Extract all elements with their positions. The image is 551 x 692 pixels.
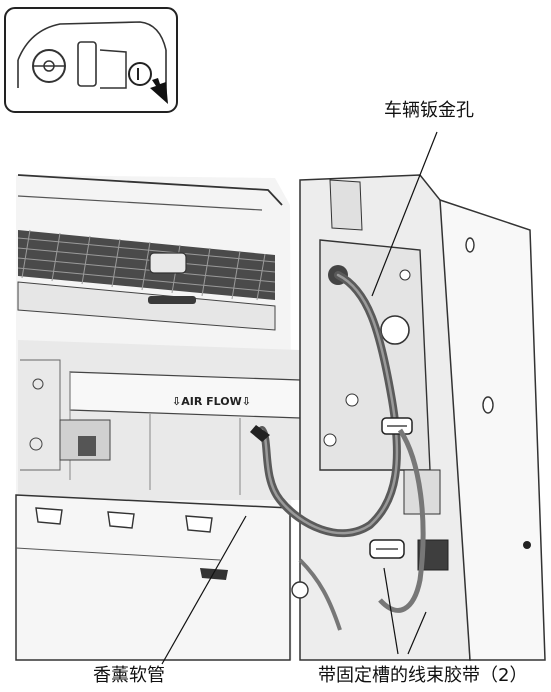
locator-arrow-icon bbox=[150, 78, 168, 104]
leader-body-hole bbox=[371, 131, 438, 297]
harness-clip bbox=[369, 539, 405, 559]
harness-clip bbox=[381, 417, 413, 435]
body-panel-hole-label: 车辆钣金孔 bbox=[384, 100, 474, 121]
vent-grille bbox=[17, 229, 276, 301]
leader-hose bbox=[161, 515, 247, 665]
fragrance-hose-label: 香薰软管 bbox=[93, 665, 165, 686]
leader-lines bbox=[161, 131, 438, 665]
air-flow-marking: ⇩AIR FLOW⇩ bbox=[172, 395, 251, 408]
harness-clips-label: 带固定槽的线束胶带（2） bbox=[318, 665, 528, 686]
main-illustration: ⇩AIR FLOW⇩ bbox=[15, 174, 546, 661]
trim-clips bbox=[35, 507, 213, 533]
locator-inset bbox=[4, 7, 178, 113]
leader-clip-1 bbox=[383, 567, 399, 655]
leader-clip-2 bbox=[407, 611, 427, 655]
